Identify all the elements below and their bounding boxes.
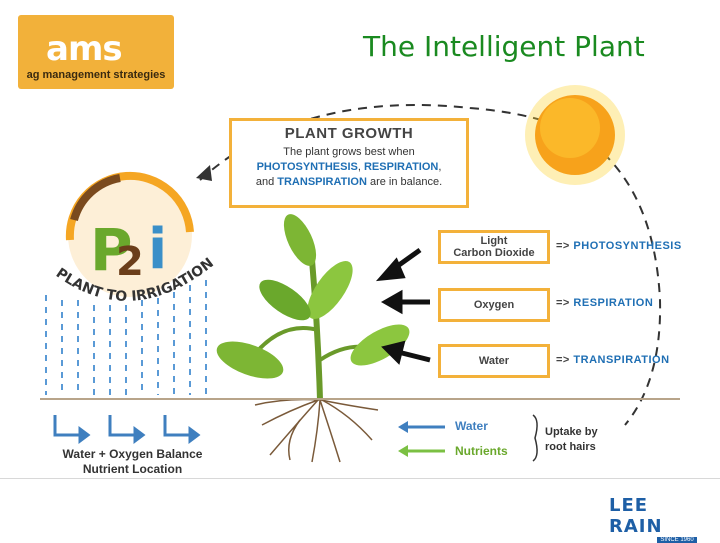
roots <box>254 398 379 463</box>
svg-text:2: 2 <box>116 239 144 285</box>
growth-respiration: RESPIRATION <box>363 161 439 173</box>
growth-tail: are in balance. <box>369 176 443 188</box>
footer-divider <box>0 478 720 479</box>
lee-rain-text: LEE RAIN <box>609 495 663 537</box>
process-arrow: => <box>556 297 570 309</box>
growth-transpiration: TRANSPIRATION <box>277 176 367 188</box>
process-arrow: => <box>556 240 570 252</box>
input-arrows <box>375 247 431 365</box>
balance-line2: Nutrient Location <box>82 462 183 476</box>
input-label: Water <box>478 355 510 367</box>
balance-line1: Water + Oxygen Balance <box>62 447 203 461</box>
logo-brand: ams <box>46 29 123 69</box>
logo-tagline: ag management strategies <box>26 69 166 81</box>
input-box-oxygen: Oxygen <box>438 288 550 322</box>
input-label: Oxygen <box>473 299 515 311</box>
plant-icon <box>216 214 410 401</box>
growth-photosynthesis: PHOTOSYNTHESIS <box>256 161 358 173</box>
ams-logo: ams ag management strategies <box>18 15 174 89</box>
page-title: The Intelligent Plant <box>363 30 645 63</box>
balance-caption: Water + Oxygen Balance Nutrient Location <box>40 447 225 477</box>
cycle-arrowhead <box>196 165 212 181</box>
process-transpiration: => TRANSPIRATION <box>556 354 670 366</box>
sun-icon <box>525 85 625 185</box>
p2i-badge: P 2 i PLANT TO IRRIGATION <box>53 171 217 305</box>
lee-rain-since: SINCE 1960 <box>657 537 697 543</box>
growth-comma1: , <box>357 161 361 173</box>
growth-line1: The plant grows best when <box>283 146 415 158</box>
input-label: Light <box>480 235 508 247</box>
ground-line <box>40 398 680 400</box>
plant-growth-box: PLANT GROWTH The plant grows best when P… <box>229 118 469 208</box>
process-label: PHOTOSYNTHESIS <box>573 240 682 252</box>
process-arrow: => <box>556 354 570 366</box>
growth-comma2: , <box>438 161 442 173</box>
growth-and: and <box>255 176 275 188</box>
legend-nutrients: Nutrients <box>455 444 508 458</box>
process-label: RESPIRATION <box>573 297 654 309</box>
process-label: TRANSPIRATION <box>573 354 670 366</box>
uptake-line2: root hairs <box>545 441 596 453</box>
process-photosynthesis: => PHOTOSYNTHESIS <box>556 240 682 252</box>
rain <box>45 280 207 395</box>
placement-arrows <box>53 415 201 444</box>
p2i-logo-text: P <box>90 216 133 284</box>
plant-growth-heading: PLANT GROWTH <box>284 125 414 142</box>
uptake-label: Uptake by root hairs <box>545 425 598 455</box>
svg-text:i: i <box>148 217 167 282</box>
process-respiration: => RESPIRATION <box>556 297 653 309</box>
plant-growth-text: The plant grows best when PHOTOSYNTHESIS… <box>232 145 466 190</box>
legend-arrows <box>398 414 538 462</box>
input-box-water: Water <box>438 344 550 378</box>
input-label-2: Carbon Dioxide <box>453 247 535 259</box>
legend-water: Water <box>455 419 488 433</box>
lee-rain-logo: LEE RAIN SINCE 1960 <box>609 495 701 543</box>
uptake-line1: Uptake by <box>545 426 598 438</box>
